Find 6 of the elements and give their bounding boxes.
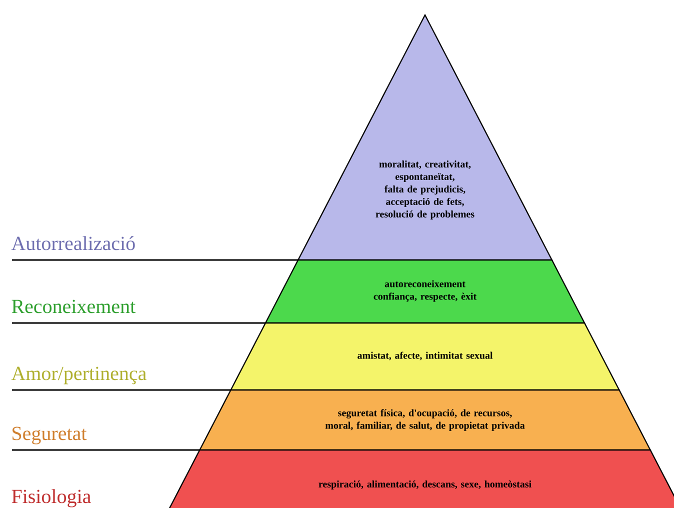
level-label: Seguretat	[12, 426, 87, 444]
level-label: Autorrealizació	[11, 236, 135, 250]
level-label: Reconeixement	[12, 300, 136, 314]
level-label: Amor/pertinença	[11, 366, 146, 384]
pyramid-level: autoreconeixement confiança, respecte, èxit	[264, 259, 586, 324]
level-label: Fisiologia	[12, 489, 91, 508]
